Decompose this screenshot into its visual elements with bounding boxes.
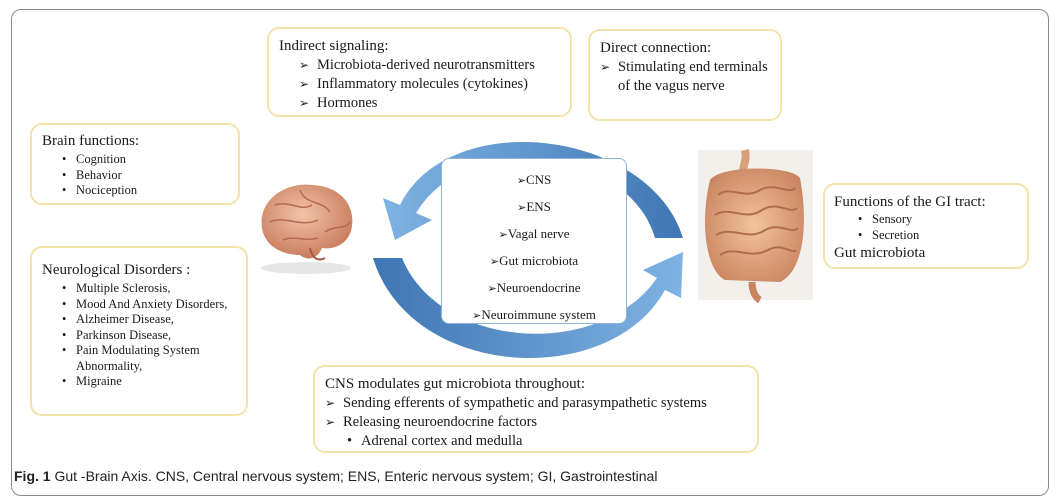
axis-component: Neuroendocrine: [442, 275, 626, 302]
axis-component: Vagal nerve: [442, 221, 626, 248]
gi-functions-box: Functions of the GI tract: Sensory Secre…: [823, 183, 1029, 269]
disorder-item: Parkinson Disease,: [54, 328, 239, 344]
cns-modulation-title: CNS modulates gut microbiota throughout:: [325, 376, 585, 392]
indirect-item: Inflammatory molecules (cytokines): [299, 75, 570, 94]
bottom-cycle-arrow: [373, 252, 683, 358]
axis-component: Neuroimmune system: [442, 302, 626, 329]
axis-component: CNS: [442, 167, 626, 194]
axis-components-box: CNS ENS Vagal nerve Gut microbiota Neuro…: [441, 158, 627, 324]
cns-item: Releasing neuroendocrine factors: [325, 413, 757, 432]
figure-caption: Fig. 1 Gut -Brain Axis. CNS, Central ner…: [14, 468, 657, 484]
indirect-signaling-box: Indirect signaling: Microbiota-derived n…: [267, 27, 572, 117]
brain-function-item: Cognition: [54, 152, 238, 168]
gi-tract-illustration: [698, 149, 813, 304]
gi-functions-title: Functions of the GI tract:: [834, 194, 986, 210]
disorder-item: Migraine: [54, 374, 239, 390]
brain-illustration: [261, 184, 353, 274]
gi-function-item: Secretion: [850, 228, 1027, 244]
brain-function-item: Behavior: [54, 168, 238, 184]
gi-footer: Gut microbiota: [834, 245, 926, 261]
direct-item: Stimulating end terminals of the vagus n…: [600, 58, 768, 96]
brain-functions-title: Brain functions:: [42, 133, 140, 149]
disorder-item: Pain Modulating System Abnormality,: [54, 343, 239, 374]
direct-connection-title: Direct connection:: [600, 40, 712, 56]
caption-text: Gut -Brain Axis. CNS, Central nervous sy…: [50, 468, 658, 484]
cns-modulation-box: CNS modulates gut microbiota throughout:…: [313, 365, 759, 453]
brain-functions-box: Brain functions: Cognition Behavior Noci…: [30, 123, 240, 205]
disorder-item: Multiple Sclerosis,: [54, 281, 239, 297]
disorder-item: Mood And Anxiety Disorders,: [54, 297, 239, 313]
neurological-disorders-box: Neurological Disorders : Multiple Sclero…: [30, 246, 248, 416]
gi-function-item: Sensory: [850, 212, 1027, 228]
direct-connection-box: Direct connection: Stimulating end termi…: [588, 29, 782, 121]
cns-item: Sending efferents of sympathetic and par…: [325, 394, 757, 413]
indirect-item: Hormones: [299, 94, 570, 113]
axis-component: Gut microbiota: [442, 248, 626, 275]
caption-label: Fig. 1: [14, 468, 51, 484]
indirect-signaling-title: Indirect signaling:: [279, 38, 389, 54]
cns-subitem: Adrenal cortex and medulla: [339, 432, 757, 450]
neurological-disorders-title: Neurological Disorders :: [42, 262, 191, 278]
disorder-item: Alzheimer Disease,: [54, 312, 239, 328]
axis-component: ENS: [442, 194, 626, 221]
indirect-item: Microbiota-derived neurotransmitters: [299, 56, 570, 75]
brain-function-item: Nociception: [54, 183, 238, 199]
